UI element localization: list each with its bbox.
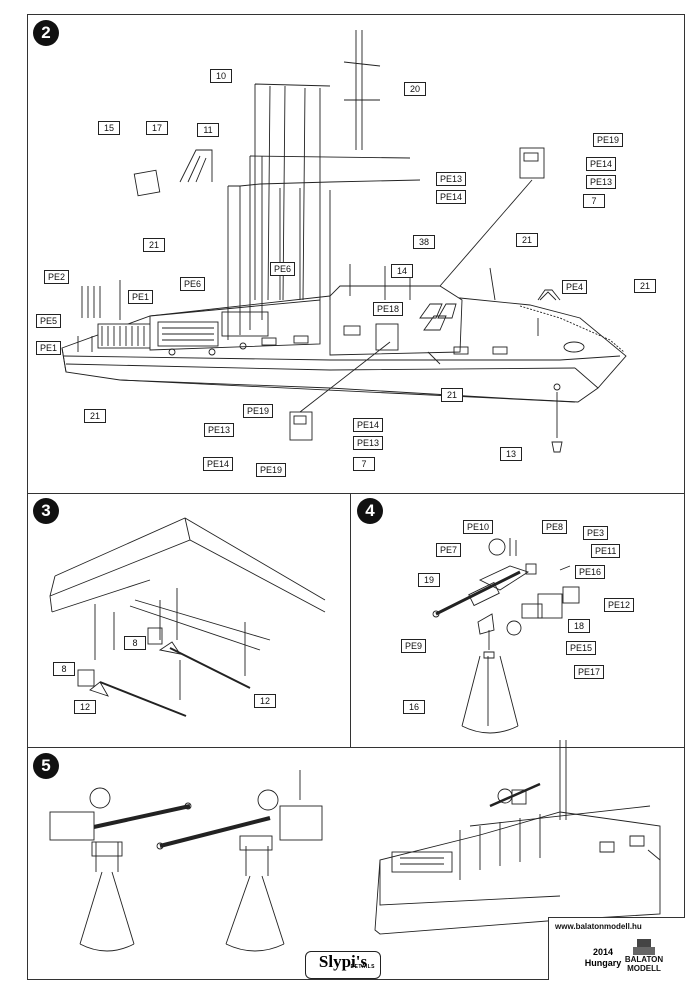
label-21-bow: 21 [634,279,656,293]
balaton-modell-logo-icon: BALATON MODELL [625,939,664,973]
label-pe14-lower-right: PE14 [353,418,384,432]
publisher-footer [548,917,685,980]
brand-subtitle: DETAILS [350,964,375,970]
label-14: 14 [391,264,413,278]
label-pe5: PE5 [36,314,62,328]
label-10: 10 [210,69,232,83]
step-badge-5: 5 [33,753,59,779]
label-pe7: PE7 [436,543,462,557]
label-pe13-top-right: PE13 [586,175,617,189]
label-8-right: 8 [124,636,146,650]
label-20: 20 [404,82,426,96]
label-8-left: 8 [53,662,75,676]
label-21-hull-bottom: 21 [441,388,463,402]
label-pe15: PE15 [566,641,597,655]
label-pe10: PE10 [463,520,494,534]
label-pe19-lower-bottom: PE19 [256,463,287,477]
label-pe18: PE18 [373,302,404,316]
label-pe6-middle: PE6 [270,262,296,276]
label-pe19-lower-left: PE19 [243,404,274,418]
step-badge-4: 4 [357,498,383,524]
step5-panel [27,747,685,748]
label-pe14-top-right: PE14 [586,157,617,171]
label-pe17: PE17 [574,665,605,679]
label-18: 18 [568,619,590,633]
label-pe6-left: PE6 [180,277,206,291]
publication-country: Hungary [584,958,622,968]
label-12-right: 12 [254,694,276,708]
step-badge-3: 3 [33,498,59,524]
label-19: 19 [418,573,440,587]
label-11: 11 [197,123,219,137]
step4-panel [351,493,685,747]
instruction-sheet-frame [27,14,685,980]
publication-year: 2014 [592,947,614,957]
brand-name: Slypi's [318,952,368,971]
label-pe1-bottom: PE1 [36,341,62,355]
label-pe14-lower-left: PE14 [203,457,234,471]
label-pe2: PE2 [44,270,70,284]
label-pe16: PE16 [575,565,606,579]
label-pe13-lower-right: PE13 [353,436,384,450]
publisher-url[interactable]: www.balatonmodell.hu [555,922,642,931]
label-pe1-top: PE1 [128,290,154,304]
svg-text:BALATON: BALATON [625,955,664,964]
label-38: 38 [413,235,435,249]
label-pe3: PE3 [583,526,609,540]
label-21-left-top: 21 [143,238,165,252]
label-13: 13 [500,447,522,461]
label-pe13-lower-left: PE13 [204,423,235,437]
label-pe11: PE11 [591,544,621,558]
label-pe13-top-left: PE13 [436,172,467,186]
label-7-bottom: 7 [353,457,375,471]
label-pe8: PE8 [542,520,568,534]
label-7-top: 7 [583,194,605,208]
label-pe4: PE4 [562,280,588,294]
label-12-left: 12 [74,700,96,714]
label-pe9: PE9 [401,639,427,653]
label-21-right-top: 21 [516,233,538,247]
label-pe12: PE12 [604,598,635,612]
slypis-details-logo: Slypi's DETAILS [305,951,381,979]
label-pe19-top: PE19 [593,133,624,147]
label-21-stern-bottom: 21 [84,409,106,423]
step3-panel [27,493,351,747]
label-17: 17 [146,121,168,135]
svg-text:MODELL: MODELL [627,964,661,973]
label-16: 16 [403,700,425,714]
label-pe14-top-left: PE14 [436,190,467,204]
label-15: 15 [98,121,120,135]
step-badge-2: 2 [33,20,59,46]
